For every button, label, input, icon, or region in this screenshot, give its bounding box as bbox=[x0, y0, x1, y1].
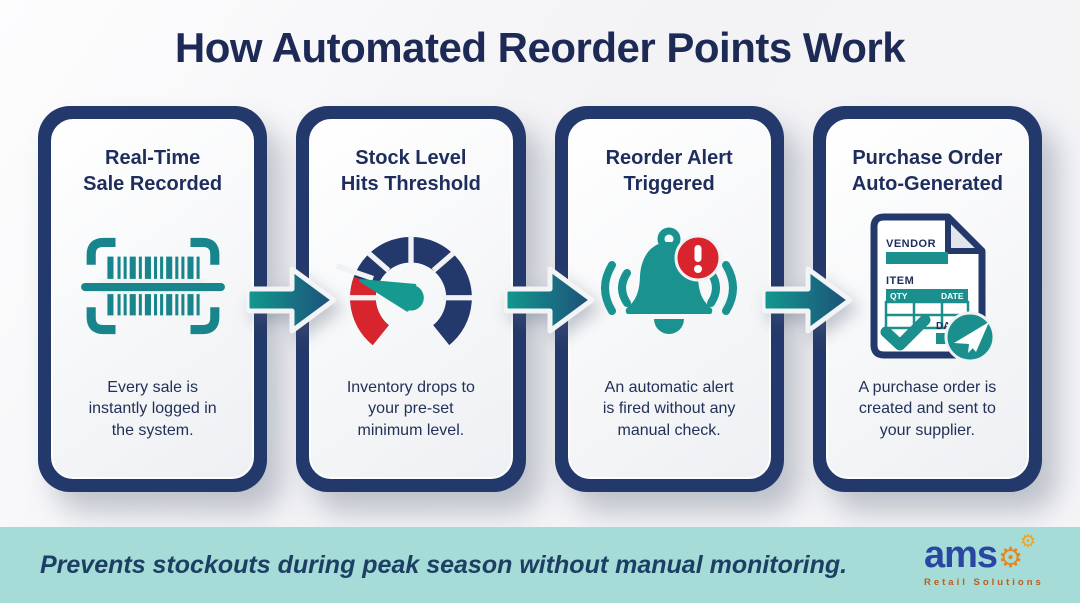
step-card-reorder-alert: Reorder Alert Triggered bbox=[554, 106, 784, 492]
footer-bar: Prevents stockouts during peak season wi… bbox=[0, 527, 1080, 603]
step-icon-wrap bbox=[77, 207, 229, 365]
flow-arrow-icon bbox=[246, 266, 337, 334]
step-icon-wrap: VENDOR ITEM QTY DATE bbox=[852, 207, 1002, 365]
step-description: An automatic alert is fired without any … bbox=[602, 379, 736, 439]
step-heading: Stock Level Hits Threshold bbox=[340, 147, 481, 195]
brand-name: ams bbox=[924, 534, 998, 576]
step-icon-wrap bbox=[594, 207, 744, 365]
gear-icon: ⚙ bbox=[1020, 531, 1037, 551]
alert-bell-icon bbox=[601, 227, 738, 334]
step-description: Every sale is instantly logged in the sy… bbox=[88, 379, 217, 439]
steps-row: Real-Time Sale Recorded bbox=[38, 106, 1042, 492]
flow-arrow-icon bbox=[762, 266, 853, 334]
step-heading: Real-Time Sale Recorded bbox=[83, 147, 223, 195]
brand-logo: ams ⚙ ⚙ Retail Solutions bbox=[924, 531, 1054, 588]
step-description: Inventory drops to your pre-set minimum … bbox=[346, 379, 475, 439]
step-heading: Purchase Order Auto-Generated bbox=[851, 147, 1003, 195]
step-description: A purchase order is created and sent to … bbox=[858, 379, 997, 439]
gear-icon: ⚙ bbox=[998, 542, 1024, 573]
po-qty-header: QTY bbox=[890, 291, 908, 301]
step-card-body: Real-Time Sale Recorded bbox=[51, 119, 255, 479]
brand-tagline: Retail Solutions bbox=[924, 577, 1044, 588]
page-title: How Automated Reorder Points Work bbox=[174, 24, 906, 71]
po-item-label: ITEM bbox=[886, 275, 914, 287]
purchase-order-icon: VENDOR ITEM QTY DATE bbox=[870, 213, 996, 361]
step-card-body: Purchase Order Auto-Generated VENDOR ITE… bbox=[825, 119, 1029, 479]
step-card-body: Stock Level Hits Threshold bbox=[309, 119, 513, 479]
step-card-body: Reorder Alert Triggered bbox=[567, 119, 771, 479]
footer-tagline: Prevents stockouts during peak season wi… bbox=[40, 550, 848, 579]
step-card-real-time-sale: Real-Time Sale Recorded bbox=[38, 106, 268, 492]
step-icon-wrap bbox=[335, 207, 486, 365]
step-heading: Reorder Alert Triggered bbox=[605, 147, 733, 195]
gauge-icon bbox=[335, 236, 473, 346]
brand-logo-row: ams ⚙ ⚙ bbox=[924, 531, 1054, 576]
po-date-header: DATE bbox=[941, 291, 964, 301]
flow-arrow-icon bbox=[504, 266, 595, 334]
barcode-scan-icon bbox=[80, 237, 225, 335]
po-vendor-label: VENDOR bbox=[886, 238, 936, 250]
